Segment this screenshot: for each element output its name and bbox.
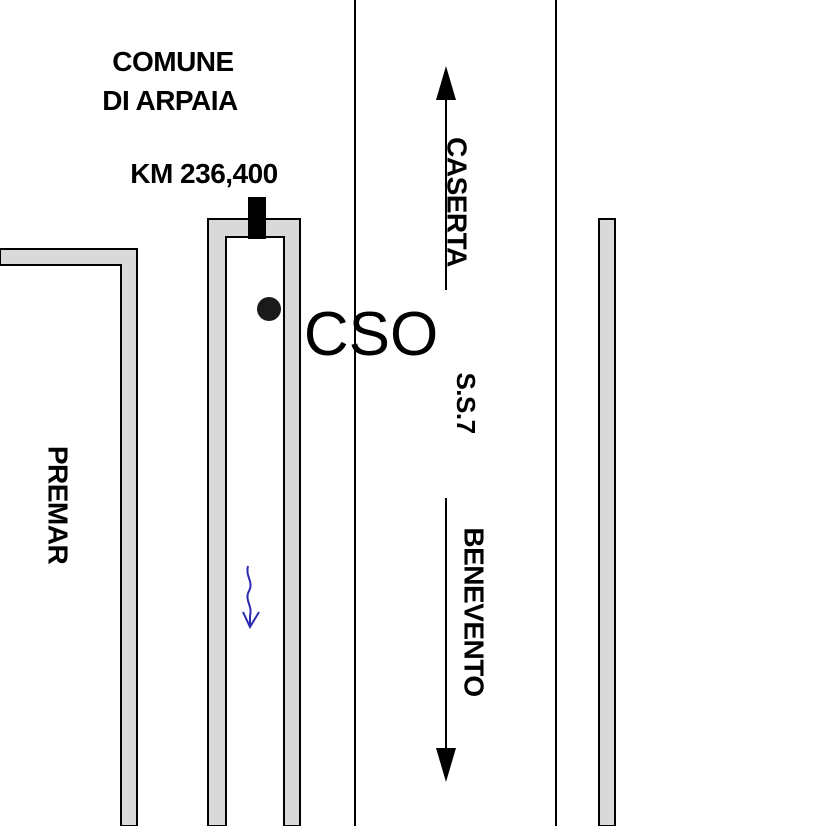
- north-destination-label: CASERTA: [442, 137, 473, 267]
- point-marker-icon[interactable]: [257, 297, 281, 321]
- building-name-label: PREMAR: [43, 446, 74, 565]
- south-destination-label: BENEVENTO: [459, 527, 490, 696]
- arrow-up-icon: [436, 66, 456, 290]
- arrow-down-icon: [436, 498, 456, 782]
- squiggle-arrow-icon: [242, 565, 260, 630]
- channel-wall: [207, 218, 301, 826]
- east-side-wall: [598, 218, 616, 826]
- municipality-label-line2: DI ARPAIA: [102, 85, 238, 116]
- road-name-label: S.S.7: [451, 372, 481, 433]
- km-marker-post: [248, 197, 266, 239]
- kilometer-label: KM 236,400: [130, 158, 278, 189]
- municipality-label-line1: COMUNE: [112, 46, 233, 77]
- premar-building-wall: [0, 248, 138, 826]
- site-code-label: CSO: [304, 300, 438, 369]
